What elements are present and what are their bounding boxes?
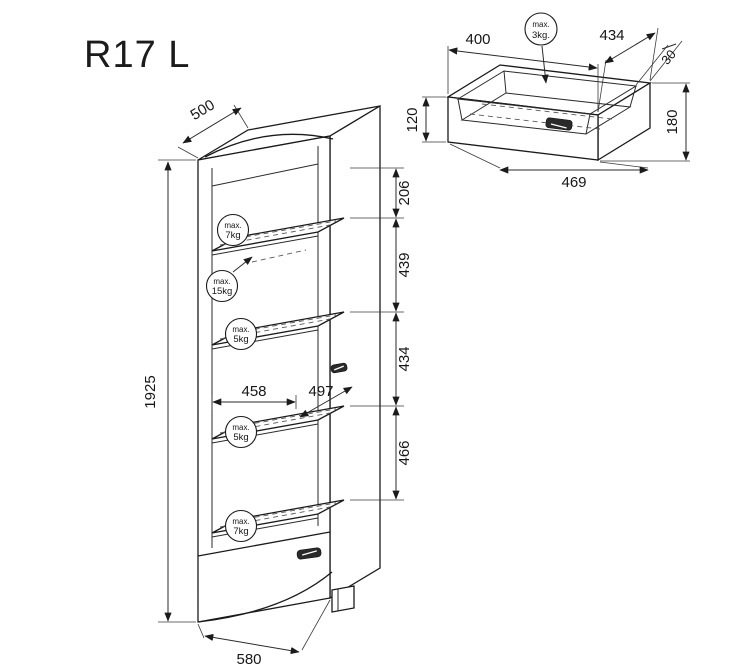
extension-line — [301, 599, 331, 651]
badge-max-label: max. — [232, 517, 249, 526]
shelf-thickness-line — [211, 329, 319, 350]
badge-weight-label: 15kg — [212, 286, 233, 297]
badge-weight-label: 7kg — [225, 230, 240, 241]
drawer-box-outline — [446, 64, 652, 162]
dim-drawer-depth-label: 434 — [599, 27, 624, 44]
badge-shelf-4: max. 7kg — [224, 509, 258, 543]
inner-corner-edge — [503, 70, 507, 94]
extension-line — [177, 146, 199, 159]
dim-overall-height: 1925 — [142, 159, 196, 623]
dim-bottom-depth-label: 580 — [236, 651, 261, 668]
drawer-bottom-hatch — [469, 113, 601, 130]
dim-top-depth-label: 500 — [188, 96, 218, 123]
drawer-detail-drawing: max. 3kg. 400 434 30 — [404, 12, 690, 191]
page-title: R17 L — [84, 34, 190, 76]
dim-drawer-outer-width: 469 — [449, 143, 649, 191]
badge-weight-label: 5kg — [233, 334, 248, 345]
hanging-rail — [251, 249, 307, 263]
cabinet-front-face — [197, 135, 331, 623]
dim-inner-depth: 497 — [299, 383, 353, 418]
dimension-line — [204, 633, 300, 655]
door-handle-slot — [334, 365, 344, 371]
badge-drawer: max. 3kg. — [524, 12, 558, 84]
dim-drawer-outer-width-label: 469 — [561, 174, 586, 191]
badge-max-label: max. — [232, 423, 249, 432]
drawer-top-edge — [197, 531, 331, 557]
badge-rail: max. 15kg — [205, 256, 253, 303]
extension-line — [599, 161, 649, 169]
inner-corner-edge — [629, 85, 637, 108]
badge-circle — [224, 415, 258, 449]
dim-drawer-depth: 434 — [597, 27, 659, 113]
dim-segment-4-label: 466 — [396, 440, 413, 465]
inner-corner-edge — [457, 98, 463, 121]
dim-inner-width-label: 458 — [241, 383, 266, 400]
extension-line — [597, 59, 607, 113]
dim-height-label: 1925 — [142, 375, 159, 408]
badge-circle — [224, 317, 258, 351]
badge-circle — [216, 213, 250, 247]
dim-segment-2-label: 439 — [396, 252, 413, 277]
dimension-line — [604, 32, 656, 64]
dim-drawer-rim: 30 — [635, 40, 683, 86]
base-curve — [197, 571, 333, 623]
inner-corner-edge — [585, 113, 591, 135]
cabinet-top-curve — [204, 133, 334, 158]
badge-max-label: max. — [213, 277, 230, 286]
dim-segment-chain: 206 439 434 466 — [350, 167, 413, 501]
shelf-thickness-line — [211, 235, 319, 256]
badge-circle — [205, 269, 239, 303]
badge-circle — [224, 509, 258, 543]
dim-segment-3-label: 434 — [396, 346, 413, 371]
dim-drawer-side-height-label: 180 — [664, 109, 681, 134]
door-handle-group — [330, 362, 348, 374]
dim-drawer-front-height-label: 120 — [404, 107, 421, 132]
badge-weight-label: 5kg — [233, 432, 248, 443]
cabinet-outline — [197, 104, 381, 623]
extension-line — [197, 623, 205, 639]
badge-arrow — [232, 256, 253, 273]
dim-bottom-depth: 580 — [197, 599, 331, 668]
badge-weight-label: 7kg — [233, 526, 248, 537]
badge-max-label: max. — [232, 325, 249, 334]
cabinet-drawing: max. 7kg max. 15kg max. 5kg max. 5kg — [142, 96, 413, 668]
badge-shelf-3: max. 5kg — [224, 415, 258, 449]
dimension-line — [182, 107, 242, 144]
badge-shelf-2: max. 5kg — [224, 317, 258, 351]
load-badges: max. 7kg max. 15kg max. 5kg max. 5kg — [205, 213, 258, 543]
dim-drawer-side-height: 180 — [600, 82, 690, 162]
extension-line — [449, 143, 501, 169]
dim-inner-width: 458 — [211, 383, 297, 409]
cabinet-side-face — [329, 104, 381, 600]
extension-line — [649, 40, 683, 82]
cabinet-drawer — [197, 531, 331, 560]
dim-drawer-rim-label: 30 — [658, 47, 679, 68]
right-foot — [331, 585, 355, 613]
drawer-handle-slot — [302, 550, 317, 556]
dim-segment-1-label: 206 — [396, 180, 413, 205]
dim-inner-depth-label: 497 — [308, 383, 333, 400]
badge-max-label: max. — [224, 221, 241, 230]
badge-shelf-1: max. 7kg — [216, 213, 250, 247]
extension-line — [635, 44, 669, 86]
drawer-detail-handle-slot — [550, 123, 567, 129]
inner-back-top-edge — [211, 163, 319, 187]
badge-max-label: max. — [532, 20, 549, 29]
drawer-bottom-hatch — [481, 103, 613, 120]
dimension-line — [448, 47, 598, 71]
dim-drawer-width: 400 — [447, 31, 599, 112]
dim-drawer-width-label: 400 — [465, 31, 490, 48]
dimension-line — [661, 43, 677, 50]
badge-circle — [524, 12, 558, 46]
dim-drawer-front-height: 120 — [404, 96, 446, 143]
badge-weight-label: 3kg. — [532, 30, 550, 41]
dimension-line — [299, 386, 353, 418]
